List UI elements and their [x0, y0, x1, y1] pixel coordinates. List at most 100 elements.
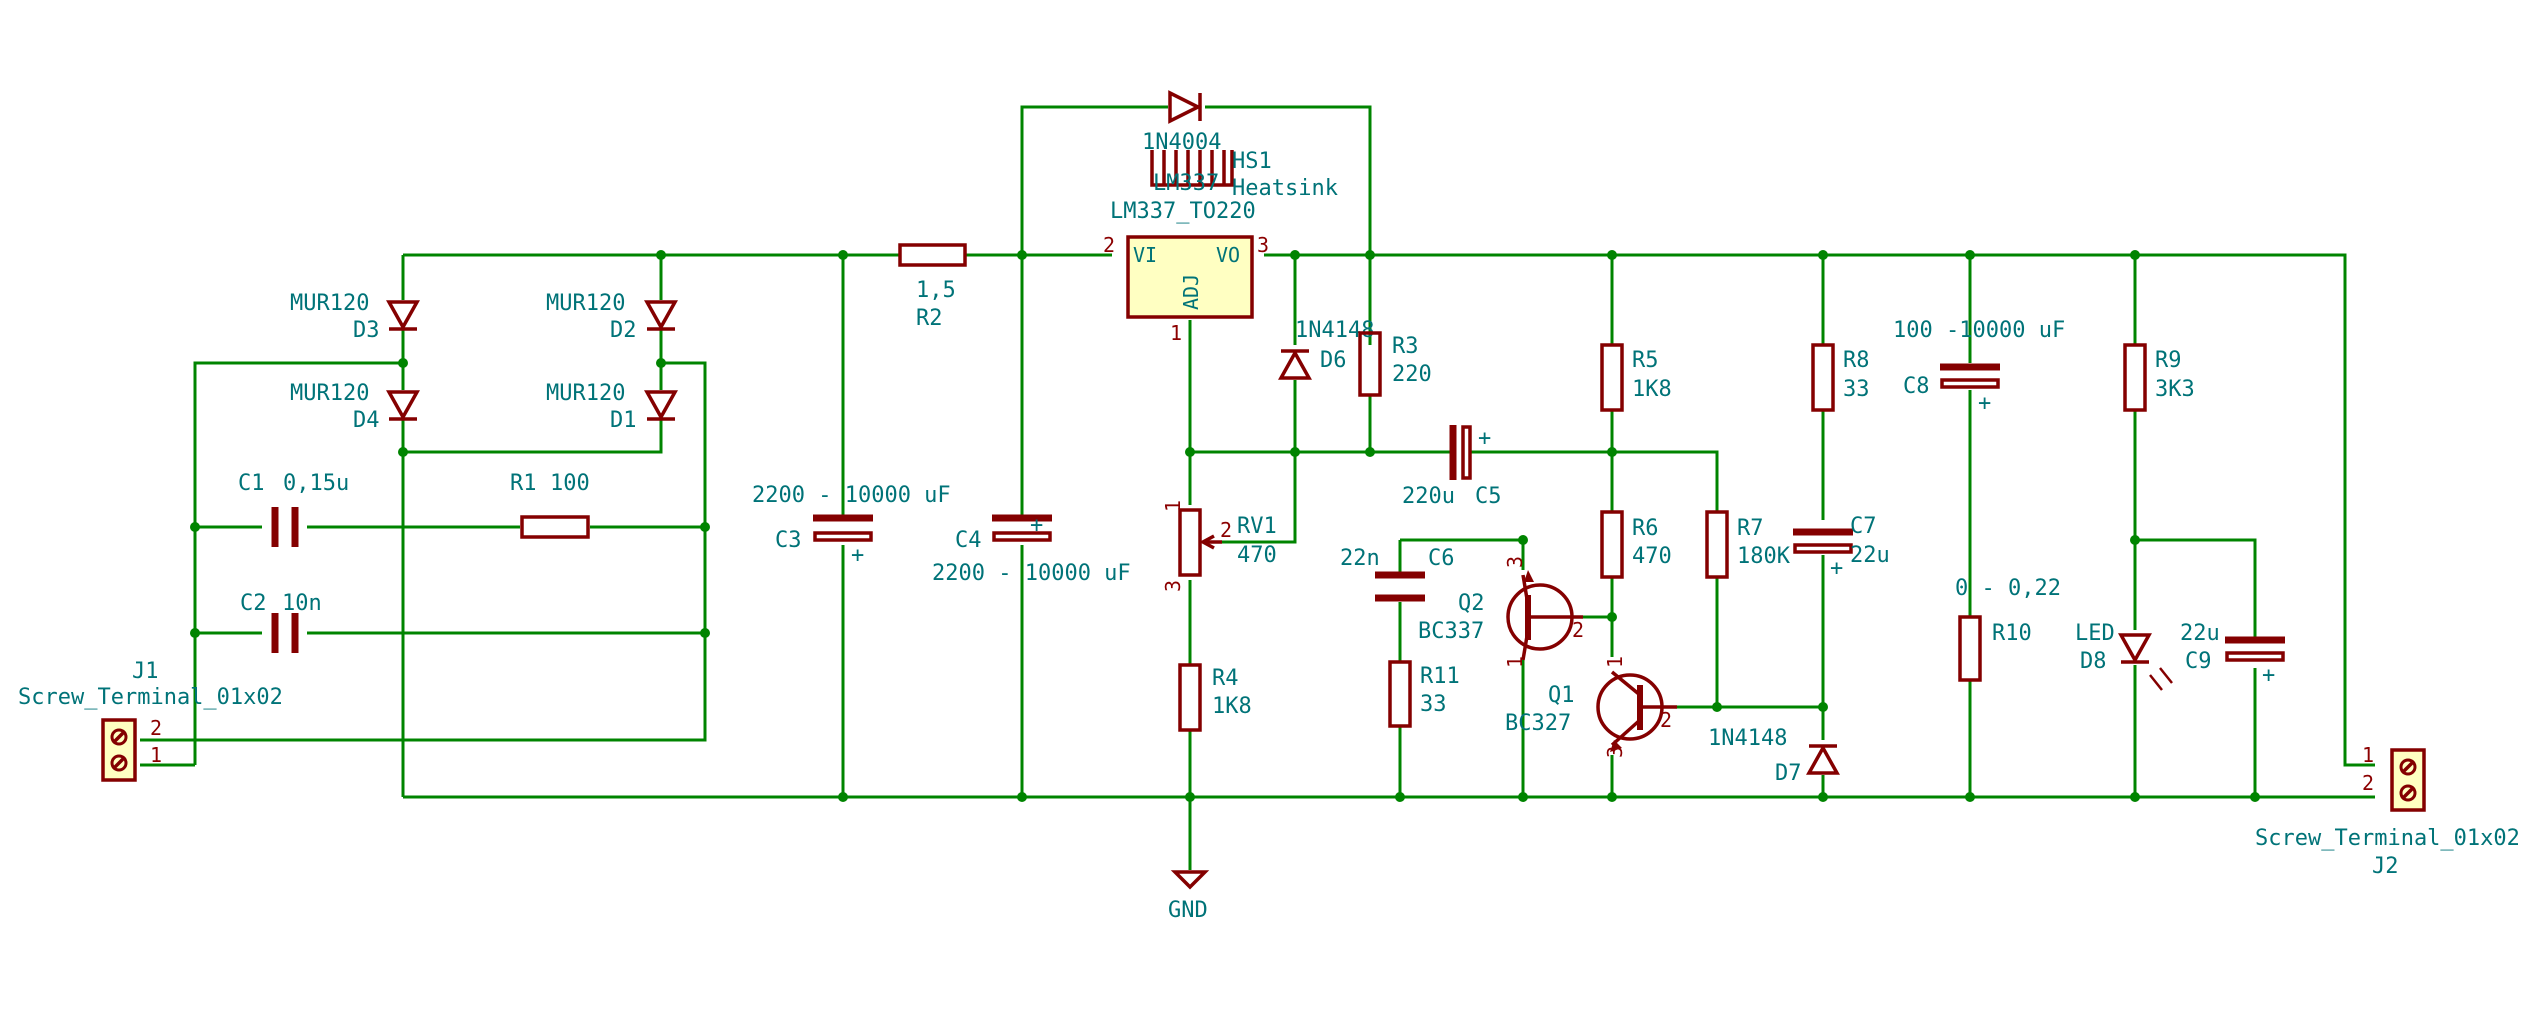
resistor-r6[interactable]: R6 470: [1600, 510, 1672, 579]
wire: [1020, 105, 1372, 255]
diode-d4[interactable]: MUR120 D4: [290, 381, 420, 433]
q2-ref: Q2: [1458, 591, 1485, 616]
c7-ref: C7: [1850, 514, 1877, 539]
junction-dot: [1607, 792, 1617, 802]
resistor-r3[interactable]: R3 220: [1358, 331, 1432, 397]
junction-dot: [656, 358, 666, 368]
d3-value: MUR120: [290, 291, 369, 316]
transistor-q2[interactable]: 3 2 1 Q2 BC337: [1418, 556, 1584, 668]
capacitor-c8[interactable]: + 100 -10000 uF C8: [1893, 318, 2065, 416]
j1-pin2: 2: [150, 716, 162, 740]
r2-ref: R2: [916, 306, 943, 331]
capacitor-c1[interactable]: C1 0,15u: [238, 471, 349, 547]
resistor-r1[interactable]: R1 100: [510, 471, 590, 539]
r10-ref: R10: [1992, 621, 2032, 646]
potentiometer-rv1[interactable]: 1 2 3 RV1 470: [1161, 500, 1277, 592]
capacitor-c2[interactable]: C2 10n: [240, 591, 322, 653]
rv1-value: 470: [1237, 543, 1277, 568]
c5-value: 220u: [1402, 484, 1455, 509]
hs1-label: LM337: [1153, 171, 1219, 196]
q2-value: BC337: [1418, 619, 1484, 644]
c5-ref: C5: [1475, 484, 1502, 509]
capacitor-c3[interactable]: + 2200 - 10000 uF C3: [752, 483, 951, 568]
led-d8[interactable]: LED D8: [2075, 621, 2173, 691]
r8-value: 33: [1843, 377, 1870, 402]
u1-vo: VO: [1216, 243, 1240, 267]
c2-ref: C2: [240, 591, 267, 616]
capacitor-c9[interactable]: + 22u C9: [2180, 621, 2285, 688]
connector-j1[interactable]: J1 Screw_Terminal_01x02 2 1: [18, 659, 283, 782]
junction-dot: [700, 522, 710, 532]
junction-dot: [1290, 447, 1300, 457]
junction-dot: [1290, 250, 1300, 260]
j2-ref: J2: [2372, 854, 2399, 879]
capacitor-c7[interactable]: + C7 22u: [1793, 514, 1890, 581]
junction-dot: [1017, 792, 1027, 802]
connector-j2[interactable]: 1 2 Screw_Terminal_01x02 J2: [2255, 743, 2520, 879]
j1-pin1: 1: [150, 743, 162, 767]
c1-ref: C1: [238, 471, 265, 496]
capacitor-c4[interactable]: + C4 2200 - 10000 uF: [932, 513, 1131, 586]
capacitor-c5[interactable]: + 220u C5: [1402, 425, 1502, 509]
regulator-u1[interactable]: LM337_TO220 VI VO ADJ 2 3 1: [1103, 199, 1269, 345]
d1-ref: D1: [610, 408, 637, 433]
resistor-r7[interactable]: R7 180K: [1705, 510, 1791, 579]
junction-dot: [1965, 250, 1975, 260]
diode-d3[interactable]: MUR120 D3: [290, 291, 420, 343]
r6-ref: R6: [1632, 516, 1659, 541]
resistor-r10[interactable]: 0 - 0,22 R10: [1955, 576, 2061, 682]
d4-value: MUR120: [290, 381, 369, 406]
resistor-r11[interactable]: R11 33: [1388, 660, 1460, 728]
wires: [140, 105, 2375, 870]
junction-dot: [838, 250, 848, 260]
d2-value: MUR120: [546, 291, 625, 316]
d6-value: 1N4148: [1295, 318, 1374, 343]
c8-plus: +: [1978, 391, 1991, 416]
r11-value: 33: [1420, 692, 1447, 717]
q2-pin3: 3: [1503, 556, 1527, 568]
c8-ref: C8: [1903, 374, 1930, 399]
capacitor-c6[interactable]: 22n C6: [1340, 546, 1455, 602]
diode-d2[interactable]: MUR120 D2: [546, 291, 678, 343]
r4-ref: R4: [1212, 666, 1239, 691]
rv1-ref: RV1: [1237, 514, 1277, 539]
wire: [1222, 255, 1297, 544]
junction-dot: [1017, 250, 1027, 260]
r9-value: 3K3: [2155, 377, 2195, 402]
j2-pin1: 1: [2362, 743, 2374, 767]
r3-ref: R3: [1392, 334, 1419, 359]
r7-value: 180K: [1737, 544, 1791, 569]
r5-ref: R5: [1632, 348, 1659, 373]
u1-adj: ADJ: [1179, 274, 1203, 310]
ground-symbol: GND: [1168, 870, 1210, 923]
q2-pin2: 2: [1572, 618, 1584, 642]
c8-value: 100 -10000 uF: [1893, 318, 2065, 343]
c1-value: 0,15u: [283, 471, 349, 496]
r3-value: 220: [1392, 362, 1432, 387]
d2-ref: D2: [610, 318, 637, 343]
c7-plus: +: [1830, 556, 1843, 581]
diode-1n4004[interactable]: 1N4004: [1142, 90, 1221, 155]
resistor-r9[interactable]: R9 3K3: [2123, 343, 2195, 412]
dtop-value: 1N4004: [1142, 130, 1221, 155]
resistor-r2[interactable]: 1,5 R2: [898, 243, 967, 331]
transistor-q1[interactable]: 1 2 3 Q1 BC327: [1505, 656, 1677, 758]
j1-ref: J1: [132, 659, 159, 684]
wire: [1583, 615, 1614, 657]
d3-ref: D3: [353, 318, 380, 343]
resistor-r8[interactable]: R8 33: [1811, 343, 1870, 412]
junction-dot: [2130, 535, 2140, 545]
resistor-r4[interactable]: R4 1K8: [1178, 663, 1252, 732]
heatsink-hs1[interactable]: LM337 HS1 Heatsink: [1150, 149, 1338, 201]
junction-dot: [398, 358, 408, 368]
q1-pin1: 1: [1603, 656, 1627, 668]
diode-d7[interactable]: 1N4148 D7: [1708, 726, 1840, 786]
d6-ref: D6: [1320, 348, 1347, 373]
u1-pin-vi: 2: [1103, 233, 1115, 257]
junction-dot: [190, 628, 200, 638]
junction-dot: [1185, 792, 1195, 802]
u1-pin-vo: 3: [1257, 233, 1269, 257]
diode-d1[interactable]: MUR120 D1: [546, 381, 678, 433]
resistor-r5[interactable]: R5 1K8: [1600, 343, 1672, 412]
